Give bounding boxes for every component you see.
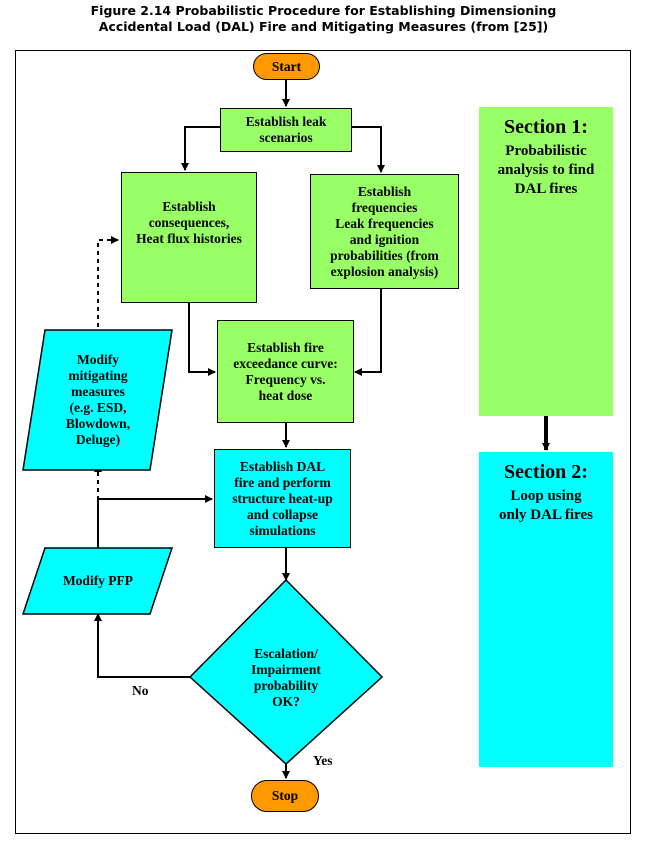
modify-mitigating-line: mitigating <box>68 368 128 383</box>
edge-label-no: No <box>132 683 149 698</box>
frequencies-line: and ignition <box>349 231 420 247</box>
section-1-line: Probabilistic <box>505 143 587 159</box>
edge-leak-to-consequences <box>181 126 220 171</box>
edge-decision-no-to-pfp <box>94 613 190 678</box>
section-2-title: Section 2: <box>504 461 588 483</box>
edge-label-yes: Yes <box>313 753 333 768</box>
dal-fire-line: and collapse <box>247 506 318 522</box>
edge-leak-to-frequencies <box>352 126 385 173</box>
leak-scenarios-line: scenarios <box>259 130 313 145</box>
dal-fire-line: fire and perform <box>234 474 331 490</box>
consequences-box: Establish consequences, Heat flux histor… <box>121 172 257 303</box>
section-1-panel: Section 1: Probabilistic analysis to fin… <box>479 107 613 416</box>
start-terminal: Start <box>253 53 320 80</box>
modify-mitigating-line: measures <box>71 384 125 399</box>
section-2-body: Loop using only DAL fires <box>479 487 613 525</box>
modify-mitigating-line: Blowdown, <box>65 416 131 431</box>
edge-frequencies-to-exceedance <box>354 289 382 376</box>
modify-mitigating-line: Deluge) <box>75 432 121 447</box>
modify-pfp-label: Modify PFP <box>62 573 134 588</box>
consequences-line: Heat flux histories <box>136 231 242 246</box>
decision-line: Escalation/ <box>254 646 318 661</box>
edge-consequences-to-exceedance <box>188 303 216 376</box>
modify-pfp-shape <box>21 547 174 615</box>
exceedance-line: Establish fire <box>247 339 324 355</box>
figure-caption: Figure 2.14 Probabilistic Procedure for … <box>0 0 647 35</box>
leak-scenarios-box: Establish leak scenarios <box>220 108 352 152</box>
section-2-line: only DAL fires <box>499 507 593 523</box>
modify-mitigating-text: Modify mitigating measures (e.g. ESD, Bl… <box>37 352 159 448</box>
modify-mitigating-shape <box>22 329 173 471</box>
start-label: Start <box>271 58 302 74</box>
consequences-line: Establish <box>162 199 216 214</box>
frequencies-box: Establish frequencies Leak frequencies a… <box>310 174 459 289</box>
frequencies-line: Leak frequencies <box>335 215 434 231</box>
dal-fire-line: simulations <box>249 522 316 538</box>
dal-fire-line: structure heat-up <box>232 490 333 506</box>
modify-mitigating-line: Modify <box>77 352 119 367</box>
frequencies-line: Establish <box>357 183 412 199</box>
modify-pfp-text: Modify PFP <box>35 573 161 589</box>
section-2-line: Loop using <box>510 488 582 504</box>
dal-fire-line: Establish DAL <box>239 458 326 474</box>
section-1-line: analysis to find <box>497 162 595 178</box>
exceedance-curve-box: Establish fire exceedance curve: Frequen… <box>217 320 354 423</box>
frequencies-line: explosion analysis) <box>330 263 439 279</box>
diagram-frame <box>15 50 631 834</box>
stop-terminal: Stop <box>251 780 319 812</box>
dal-fire-box: Establish DAL fire and perform structure… <box>214 449 351 548</box>
section-2-panel: Section 2: Loop using only DAL fires <box>479 452 613 767</box>
stop-label: Stop <box>271 788 299 803</box>
caption-line-1: Figure 2.14 Probabilistic Procedure for … <box>90 3 557 18</box>
section-1-line: DAL fires <box>514 181 578 197</box>
exceedance-line: exceedance curve: <box>233 355 338 371</box>
frequencies-line: frequencies <box>351 199 418 215</box>
exceedance-line: Frequency vs. <box>245 371 326 387</box>
edge-pfp-to-dal <box>97 495 213 548</box>
leak-scenarios-line: Establish leak <box>245 114 327 129</box>
consequences-line: consequences, <box>148 215 230 230</box>
modify-mitigating-line: (e.g. ESD, <box>69 400 127 415</box>
edge-mitigating-to-consequences <box>97 236 119 335</box>
section-1-title: Section 1: <box>504 116 588 138</box>
decision-line: probability <box>253 678 319 693</box>
decision-diamond <box>188 578 384 766</box>
frequencies-line: probabilities (from <box>330 247 439 263</box>
decision-line: OK? <box>272 694 300 709</box>
section-1-body: Probabilistic analysis to find DAL fires <box>479 142 613 199</box>
decision-text: Escalation/ Impairment probability OK? <box>226 646 346 710</box>
caption-line-2: Accidental Load (DAL) Fire and Mitigatin… <box>98 19 549 34</box>
exceedance-line: heat dose <box>258 387 313 403</box>
decision-line: Impairment <box>251 662 321 677</box>
